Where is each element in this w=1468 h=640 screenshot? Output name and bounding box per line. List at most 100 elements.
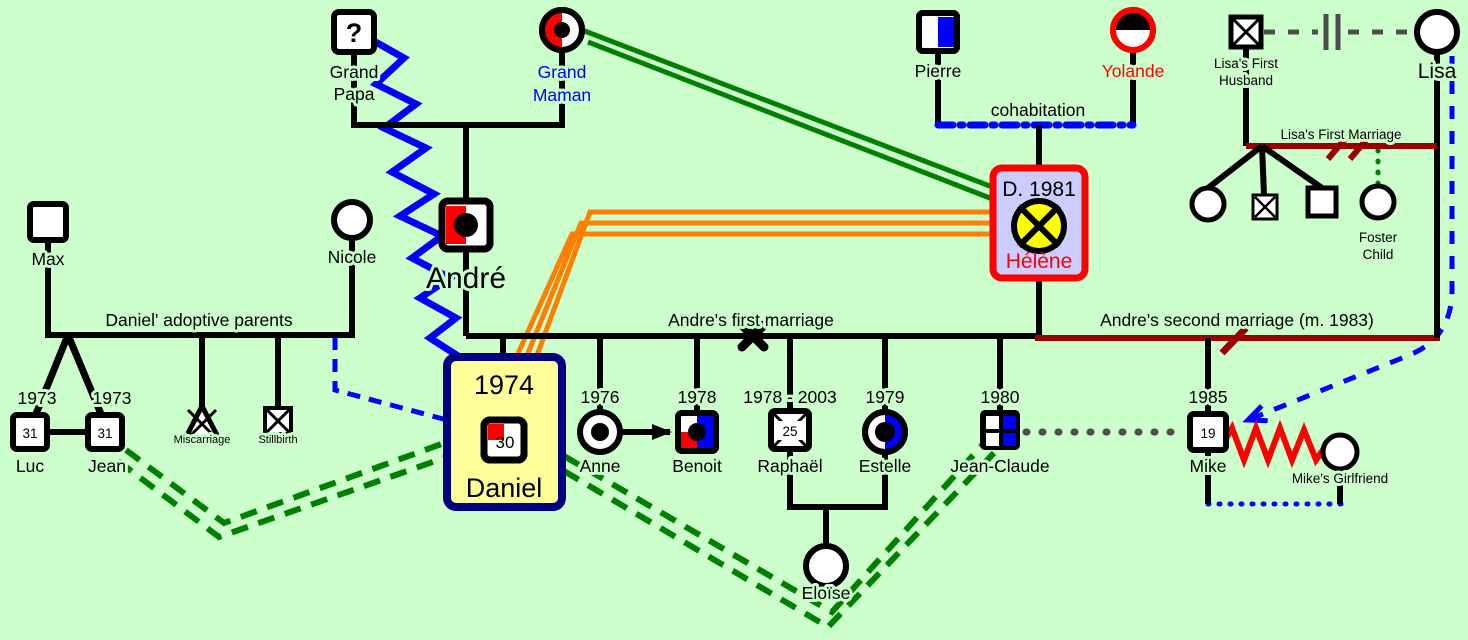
lisa-separation-lines <box>1264 14 1414 50</box>
person-yolande[interactable] <box>1110 7 1156 53</box>
person-name-label: Maman <box>533 85 591 105</box>
person-grand-papa[interactable] <box>331 9 377 55</box>
person-name-label: Yolande <box>1102 61 1165 81</box>
female-symbol[interactable] <box>1189 185 1227 223</box>
female-symbol[interactable] <box>1320 432 1360 472</box>
person-eloise[interactable] <box>803 543 849 589</box>
person-mikes-girlfriend[interactable] <box>1320 432 1360 472</box>
birth-year-label: 1979 <box>866 387 905 407</box>
person-jean-claude[interactable] <box>980 410 1020 450</box>
person-name-label: Nicole <box>328 247 377 267</box>
person-estelle[interactable] <box>862 409 908 455</box>
raphael-estelle-child-lines <box>787 450 888 546</box>
male-symbol[interactable] <box>10 412 50 452</box>
center-dot <box>591 423 609 441</box>
person-name-label: Daniel <box>466 473 543 503</box>
lisa-children-symbols[interactable] <box>1189 185 1339 223</box>
person-foster-child[interactable] <box>1359 183 1397 221</box>
white-quadrant-fill <box>986 433 999 446</box>
relationship-label: Andre's second marriage (m. 1983) <box>1100 310 1374 330</box>
age-plate <box>778 421 802 440</box>
male-symbol[interactable] <box>1187 411 1229 453</box>
male-unknown-symbol[interactable] <box>331 9 377 55</box>
person-max[interactable] <box>27 201 69 243</box>
person-grand-maman[interactable] <box>539 7 585 53</box>
symbol-miscarriage[interactable] <box>179 400 225 444</box>
center-dot <box>688 423 706 441</box>
relationship-label: cohabitation <box>991 100 1085 120</box>
person-benoit[interactable] <box>675 410 719 454</box>
female-symbol[interactable] <box>1359 183 1397 221</box>
person-name-label: Jean-Claude <box>950 456 1049 476</box>
person-name-label: André <box>426 262 506 295</box>
deceased-x-icon <box>1231 17 1261 47</box>
person-lisa[interactable] <box>1414 9 1460 55</box>
person-name-label: Raphaël <box>757 456 822 476</box>
mike-girlfriend-drop-lines <box>1205 450 1343 504</box>
male-symbol[interactable] <box>1305 185 1339 219</box>
person-name-label: Anne <box>580 456 621 476</box>
cohabitation-lines <box>934 50 1137 170</box>
green-double-link-grandmaman-helene <box>581 27 996 203</box>
birth-year-label: 1978 <box>678 387 717 407</box>
person-name-label: Lisa <box>1418 60 1457 83</box>
x-mark-icon <box>185 408 218 441</box>
person-andre[interactable] <box>438 197 494 253</box>
grandparents-couple-lines <box>351 52 565 336</box>
birth-year-label: 1973 <box>93 388 132 408</box>
age-label: 31 <box>22 426 37 441</box>
female-symbol[interactable] <box>803 543 849 589</box>
person-name-label: Estelle <box>859 456 912 476</box>
blue-dashed-adoption-link-nicole-daniel <box>332 337 448 423</box>
person-name-label: Pierre <box>915 61 962 81</box>
person-name-label: Grand <box>538 62 587 82</box>
event-label: Stillbirth <box>258 434 297 446</box>
person-name-label: Mike <box>1190 456 1227 476</box>
blue-quadrant-fill <box>1003 416 1016 429</box>
person-helene[interactable]: D. 1981 Hélène <box>989 164 1089 282</box>
person-name-label: Husband <box>1219 73 1273 88</box>
age-label: 31 <box>97 426 112 441</box>
age-label: 30 <box>496 433 515 452</box>
symbol-stillbirth[interactable] <box>263 406 293 436</box>
person-lisa-first-husband[interactable] <box>1228 14 1264 50</box>
age-label: 25 <box>782 424 797 439</box>
person-name-label: Mike's Girlfriend <box>1292 471 1388 486</box>
adoptive-family-lines <box>32 238 355 416</box>
person-name-label: Hélène <box>1006 250 1073 273</box>
blue-dashed-arrow-lisa-mike <box>1248 56 1455 420</box>
center-dot <box>875 422 895 442</box>
deceased-x-icon <box>1254 196 1276 218</box>
birth-year-label: 1973 <box>18 388 57 408</box>
male-symbol[interactable] <box>27 201 69 243</box>
person-name-label: Foster <box>1359 230 1398 245</box>
age-label: 19 <box>1200 426 1215 441</box>
lisa-first-marriage-lines <box>1206 47 1437 196</box>
red-zigzag-link-mike-girlfriend <box>1219 419 1328 469</box>
person-luc[interactable] <box>10 412 50 452</box>
relationship-label: Andre's first marriage <box>668 310 834 330</box>
x-mark-icon <box>265 408 291 434</box>
person-mike[interactable] <box>1187 411 1229 453</box>
death-date-label: D. 1981 <box>1002 178 1076 201</box>
person-jean[interactable] <box>85 412 125 452</box>
person-nicole[interactable] <box>331 199 373 241</box>
female-symbol[interactable] <box>331 199 373 241</box>
white-quadrant-fill <box>986 416 999 429</box>
birth-death-label: 1978 - 2003 <box>743 387 836 407</box>
green-dashed-link-daniel-jeanclaude <box>562 439 997 631</box>
person-pierre[interactable] <box>916 10 960 54</box>
person-daniel[interactable]: 1974 30 Daniel <box>443 353 566 511</box>
birth-year-label: 1980 <box>981 387 1020 407</box>
person-anne[interactable] <box>577 409 623 455</box>
relationship-label: Lisa's First Marriage <box>1280 127 1401 142</box>
birth-year-label: 1985 <box>1189 387 1228 407</box>
person-name-label: Papa <box>334 84 375 104</box>
male-symbol[interactable] <box>85 412 125 452</box>
female-symbol[interactable] <box>1414 9 1460 55</box>
person-raphael[interactable] <box>768 408 812 452</box>
second-marriage-lines <box>1035 52 1440 415</box>
divorce-slash <box>1325 131 1353 161</box>
event-label: Miscarriage <box>174 434 231 446</box>
